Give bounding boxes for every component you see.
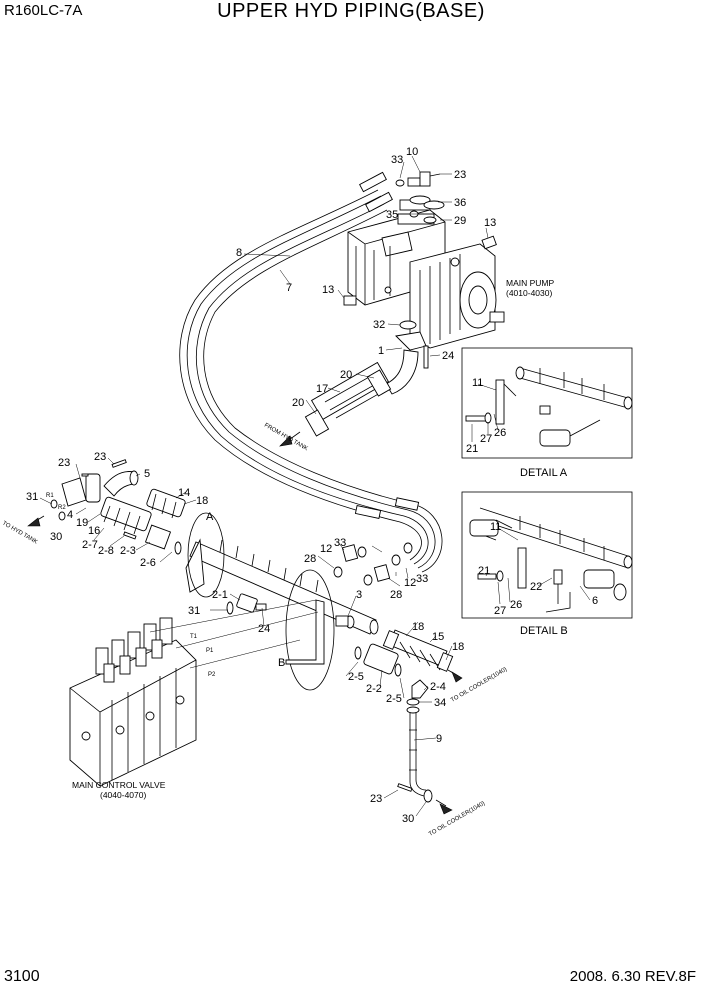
detail-a-title: DETAIL A [520, 467, 568, 479]
main-pump [347, 199, 505, 349]
detail-a-box [461, 347, 633, 459]
port-r2: R2 [58, 505, 66, 511]
from-hyd-tank-arrow [279, 431, 301, 447]
callout-26b: 26 [510, 599, 522, 611]
callout-letter-b: B [278, 657, 285, 669]
callout-11b: 11 [490, 521, 501, 533]
callout-30b: 30 [402, 813, 414, 825]
port-t1: T1 [190, 634, 198, 640]
main-control-valve [69, 599, 319, 787]
callout-31b: 31 [188, 605, 200, 617]
callout-2-2: 2-2 [366, 683, 382, 695]
model-number: R160LC-7A [4, 2, 83, 19]
callout-6: 6 [592, 595, 598, 607]
main-control-valve-label: MAIN CONTROL VALVE [72, 780, 166, 790]
callout-20b: 20 [292, 397, 304, 409]
callout-7: 7 [286, 282, 292, 294]
fittings-12-28-33 [333, 542, 413, 586]
suction-line [304, 320, 429, 437]
callout-12b: 12 [404, 577, 416, 589]
callout-2-6: 2-6 [140, 557, 156, 569]
callout-29: 29 [454, 215, 466, 227]
callout-35: 35 [386, 209, 398, 221]
callout-letter-a: A [206, 511, 214, 523]
callout-36: 36 [454, 197, 466, 209]
callout-11a: 11 [472, 377, 483, 389]
callout-23b: 23 [58, 457, 70, 469]
pump-top-fittings [343, 171, 497, 306]
detail-b-title: DETAIL B [520, 625, 568, 637]
cooler-line-fittings [354, 643, 453, 815]
callout-2-7: 2-7 [82, 539, 98, 551]
callout-21b: 21 [478, 565, 490, 577]
callout-18b: 18 [412, 621, 424, 633]
callout-23c: 23 [94, 451, 106, 463]
callout-12a: 12 [320, 543, 332, 555]
callout-26a: 26 [494, 427, 506, 439]
main-pump-label: MAIN PUMP [506, 278, 555, 288]
callout-28a: 28 [304, 553, 316, 565]
callout-9: 9 [436, 733, 442, 745]
callout-2-1: 2-1 [212, 589, 228, 601]
callout-21a: 21 [466, 443, 478, 455]
callout-8: 8 [236, 247, 242, 259]
callout-33b: 33 [334, 537, 346, 549]
port-p2: P2 [208, 672, 216, 678]
revision-date: 2008. 6.30 REV.8F [569, 968, 696, 985]
callout-numbers: 33 10 23 36 35 29 13 8 7 13 32 1 24 20 1… [26, 146, 598, 825]
callout-27b: 27 [494, 605, 506, 617]
callout-33c: 33 [416, 573, 428, 585]
hose-assembly-7-8 [179, 171, 443, 573]
callout-2-8: 2-8 [98, 545, 114, 557]
hose-15 [382, 629, 463, 683]
callout-2-3: 2-3 [120, 545, 136, 557]
port-r1: R1 [46, 493, 54, 499]
callout-28b: 28 [390, 589, 402, 601]
callout-4: 4 [67, 509, 73, 521]
main-control-valve-ref: (4040-4070) [100, 790, 146, 800]
page-title: UPPER HYD PIPING(BASE) [217, 0, 485, 22]
callout-34: 34 [434, 697, 446, 709]
callout-14: 14 [178, 487, 190, 499]
detail-b-box [461, 491, 633, 619]
callout-2-5b: 2-5 [386, 693, 402, 705]
callout-1: 1 [378, 345, 384, 357]
callout-33a: 33 [391, 154, 403, 166]
center-manifold-pipe [185, 512, 379, 691]
callout-10: 10 [406, 146, 418, 158]
callout-15: 15 [432, 631, 444, 643]
callout-2-4: 2-4 [430, 681, 446, 693]
to-oil-cooler-label-1: TO OIL COOLER(1040) [450, 667, 508, 704]
from-hyd-tank-label: FROM HYD TANK [263, 423, 309, 453]
callout-22: 22 [530, 581, 542, 593]
callout-20a: 20 [340, 369, 352, 381]
callout-16: 16 [88, 525, 100, 537]
left-return-fittings [27, 459, 186, 555]
main-pump-ref: (4010-4030) [506, 288, 552, 298]
to-oil-cooler-label-2: TO OIL COOLER(1040) [428, 801, 486, 838]
callout-31a: 31 [26, 491, 38, 503]
page-number: 3100 [4, 968, 40, 985]
callout-13b: 13 [322, 284, 334, 296]
callout-19: 19 [76, 517, 88, 529]
callout-30a: 30 [50, 531, 62, 543]
callout-27a: 27 [480, 433, 492, 445]
callout-17: 17 [316, 383, 328, 395]
callout-5: 5 [144, 468, 150, 480]
callout-2-5a: 2-5 [348, 671, 364, 683]
callout-3: 3 [356, 589, 362, 601]
callout-32: 32 [373, 319, 385, 331]
callout-23a: 23 [454, 169, 466, 181]
leader-lines [39, 155, 591, 817]
callout-18a: 18 [196, 495, 208, 507]
callout-23d: 23 [370, 793, 382, 805]
callout-24a: 24 [442, 350, 454, 362]
callout-24b: 24 [258, 623, 270, 635]
port-p1: P1 [206, 648, 214, 654]
callout-18c: 18 [452, 641, 464, 653]
callout-13a: 13 [484, 217, 496, 229]
